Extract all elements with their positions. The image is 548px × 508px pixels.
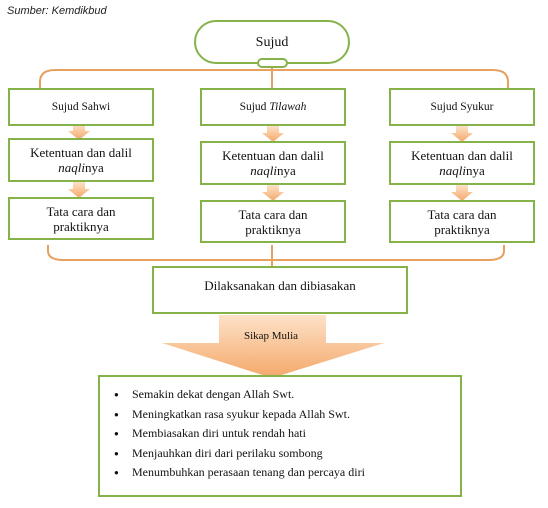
outcome-item: Menumbuhkan perasaan tenang dan percaya …: [112, 463, 454, 483]
arrow-down-1a: [68, 124, 90, 140]
sikap-mulia-label: Sikap Mulia: [243, 330, 299, 342]
dilaksanakan-label: Dilaksanakan dan dibiasakan: [204, 278, 356, 293]
outcomes-box: Semakin dekat dengan Allah Swt. Meningka…: [98, 375, 462, 497]
arrow-down-2a: [262, 126, 284, 142]
dilaksanakan-box: Dilaksanakan dan dibiasakan: [152, 266, 408, 314]
outcome-item: Membiasakan diri untuk rendah hati: [112, 424, 454, 444]
branch-practice-tilawah: Tata cara dan praktiknya: [200, 200, 346, 243]
branch-practice-text: Tata cara dan praktiknya: [238, 206, 308, 237]
branch-title-italic: Tilawah: [269, 100, 307, 113]
root-node-label: Sujud: [255, 34, 289, 50]
branch-title-main: Sujud Syukur: [430, 100, 494, 113]
branch-practice-text: Tata cara dan praktiknya: [46, 203, 116, 234]
branch-title-syukur: Sujud Syukur: [389, 88, 535, 126]
outcome-item: Menjauhkan diri dari perilaku sombong: [112, 444, 454, 464]
bottom-bracket-line: [47, 245, 505, 261]
root-node-sujud: Sujud: [194, 20, 350, 64]
source-caption: Sumber: Kemdikbud: [7, 5, 107, 17]
arrow-down-3a: [451, 126, 473, 142]
top-bracket-line: [39, 69, 509, 88]
branch-title-main: Sujud Sahwi: [51, 100, 111, 113]
branch-title-tilawah: Sujud Tilawah: [200, 88, 346, 126]
branch-practice-sahwi: Tata cara dan praktiknya: [8, 197, 154, 240]
arrow-down-2b: [262, 185, 284, 201]
outcome-item: Meningkatkan rasa syukur kepada Allah Sw…: [112, 405, 454, 425]
branch-title-main: Sujud: [239, 100, 270, 113]
arrow-down-1b: [68, 182, 90, 198]
big-arrow-down: [162, 315, 384, 378]
root-connector-knob: [257, 58, 288, 68]
outcome-item: Semakin dekat dengan Allah Swt.: [112, 385, 454, 405]
outcomes-list: Semakin dekat dengan Allah Swt. Meningka…: [112, 385, 454, 483]
branch-practice-text: Tata cara dan praktiknya: [427, 206, 497, 237]
arrow-down-3b: [451, 185, 473, 201]
branch-practice-syukur: Tata cara dan praktiknya: [389, 200, 535, 243]
branch-title-sahwi: Sujud Sahwi: [8, 88, 154, 126]
